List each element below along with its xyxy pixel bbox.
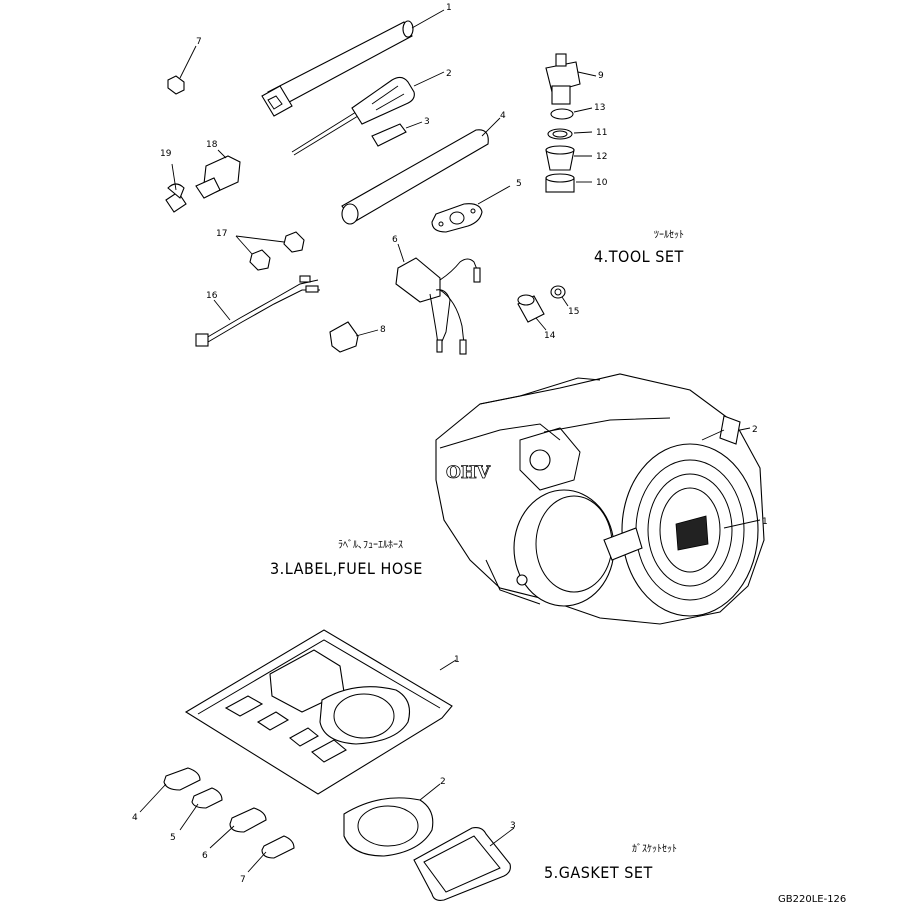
bolt-part — [167, 45, 197, 95]
callout-tool-9: 9 — [598, 71, 604, 81]
drawing-code: GB220LE-126 — [778, 894, 846, 905]
label-callouts: 1 2 — [752, 425, 768, 527]
gasket-set-group — [139, 629, 515, 901]
callout-gasket-5: 5 — [170, 833, 176, 843]
gasket-6-part — [229, 807, 267, 833]
callout-tool-18: 18 — [206, 140, 218, 150]
callout-tool-2: 2 — [446, 69, 452, 79]
callout-gasket-2: 2 — [440, 777, 446, 787]
callout-gasket-6: 6 — [202, 851, 208, 861]
callout-gasket-4: 4 — [132, 813, 138, 823]
gasket-5-part — [191, 787, 223, 809]
gasket-7-part — [261, 835, 295, 859]
washer-part — [550, 108, 574, 120]
seal-ring-part — [550, 285, 569, 307]
tube-part — [341, 117, 501, 225]
gasket-4-part — [163, 767, 201, 791]
svg-text:OHV: OHV — [446, 463, 491, 483]
spacer-part — [517, 294, 547, 331]
nut-part — [235, 231, 305, 271]
rocker-gasket-part — [413, 827, 511, 901]
tool-set-kana: ﾂｰﾙｾｯﾄ — [654, 229, 684, 241]
callout-tool-4: 4 — [500, 111, 506, 121]
callout-gasket-7: 7 — [240, 875, 246, 885]
callout-tool-14: 14 — [544, 331, 556, 341]
callout-tool-16: 16 — [206, 291, 218, 301]
wire-harness-part — [195, 275, 320, 347]
callout-tool-15: 15 — [568, 307, 579, 317]
fuel-cup-part — [545, 145, 592, 171]
callout-gasket-1: 1 — [454, 655, 460, 665]
callout-tool-5: 5 — [516, 179, 522, 189]
fuel-cock-part — [545, 53, 597, 105]
callout-label-2: 2 — [752, 425, 758, 435]
callout-label-1: 1 — [762, 517, 768, 527]
engine-illustration: OHV — [435, 373, 765, 625]
callout-tool-19: 19 — [160, 149, 172, 159]
key-switch-part — [195, 149, 241, 199]
callout-tool-7: 7 — [196, 37, 202, 47]
gasket-set-kana: ｶﾞｽｹｯﾄｾｯﾄ — [632, 843, 677, 855]
callout-gasket-3: 3 — [510, 821, 516, 831]
gasket-set-title: 5.GASKET SET — [544, 863, 653, 882]
clip-part — [329, 321, 379, 353]
ignition-coil-part — [395, 243, 481, 355]
callout-tool-17: 17 — [216, 229, 227, 239]
callout-tool-8: 8 — [380, 325, 386, 335]
callout-tool-11: 11 — [596, 128, 607, 138]
callout-tool-10: 10 — [596, 178, 608, 188]
tool-set-group — [165, 9, 597, 355]
o-ring-part — [547, 128, 573, 140]
callout-tool-3: 3 — [424, 117, 430, 127]
ring-nut-part — [545, 173, 592, 193]
key-part — [165, 163, 187, 213]
gasket-part — [431, 185, 511, 233]
callout-tool-13: 13 — [594, 103, 605, 113]
label-fuel-hose-kana: ﾗﾍﾞﾙ､ﾌｭｰｴﾙﾎｰｽ — [338, 539, 403, 551]
label-fuel-hose-title: 3.LABEL,FUEL HOSE — [270, 559, 423, 578]
tool-set-title: 4.TOOL SET — [594, 247, 684, 266]
box-wrench-part — [261, 9, 445, 117]
callout-tool-12: 12 — [596, 152, 607, 162]
head-gasket-part — [343, 797, 434, 857]
screwdriver-part — [291, 71, 445, 156]
tool-callouts: 1 2 3 4 5 6 7 8 9 10 11 12 13 14 15 16 1… — [160, 3, 608, 341]
callout-tool-6: 6 — [392, 235, 398, 245]
callout-tool-1: 1 — [446, 3, 452, 13]
gasket-callouts: 1 2 3 4 5 6 7 — [132, 655, 516, 885]
hex-key-part — [371, 121, 423, 147]
